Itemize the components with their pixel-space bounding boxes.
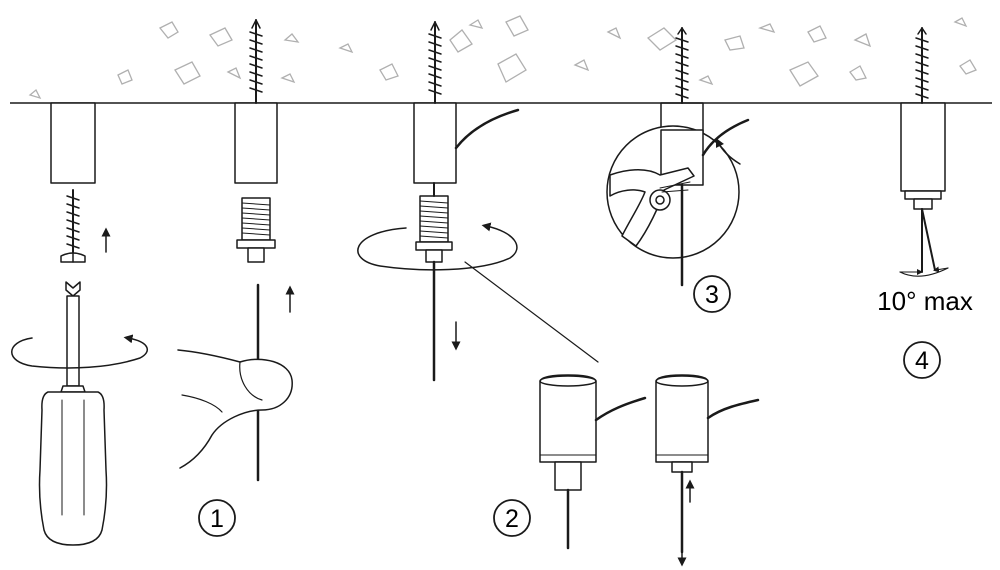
step-circle-4 [903, 341, 941, 379]
gripper-closeup-1 [539, 374, 647, 550]
gripper-icon [236, 197, 276, 263]
step-number-3: 3 [705, 281, 719, 309]
screw-icon [915, 27, 929, 104]
ceiling-anchor-5 [900, 102, 946, 192]
finger-icon [177, 349, 293, 469]
step-number-2: 2 [505, 505, 519, 533]
screw-icon [428, 21, 442, 104]
rotate-arrow-icon [11, 334, 149, 369]
screw-icon [60, 189, 86, 263]
cable-icon [701, 118, 750, 157]
screwdriver-icon [38, 281, 108, 546]
gripper-icon [415, 195, 453, 263]
screw-icon [249, 19, 263, 104]
step-circle-2 [493, 499, 531, 537]
gripper-closeup-2 [655, 374, 760, 554]
step-circle-3 [693, 275, 731, 313]
step-number-4: 4 [915, 347, 929, 375]
wire-cutter-icon [609, 167, 695, 247]
rotate-arrow-icon [357, 222, 518, 271]
ceiling-anchor-2 [234, 102, 278, 184]
angle-max-label: 10° max [877, 286, 973, 316]
step-circle-1 [198, 499, 236, 537]
cable-icon [921, 208, 936, 271]
cable-icon [454, 108, 520, 150]
angle-arc [899, 267, 949, 277]
ceiling-anchor-1 [50, 102, 96, 184]
ceiling-texture [28, 15, 977, 100]
screw-icon [675, 27, 689, 104]
callout-line [464, 261, 599, 363]
pointer-arrow-icon [715, 137, 741, 165]
ceiling-anchor-3 [413, 102, 457, 184]
step-number-1: 1 [210, 505, 224, 533]
